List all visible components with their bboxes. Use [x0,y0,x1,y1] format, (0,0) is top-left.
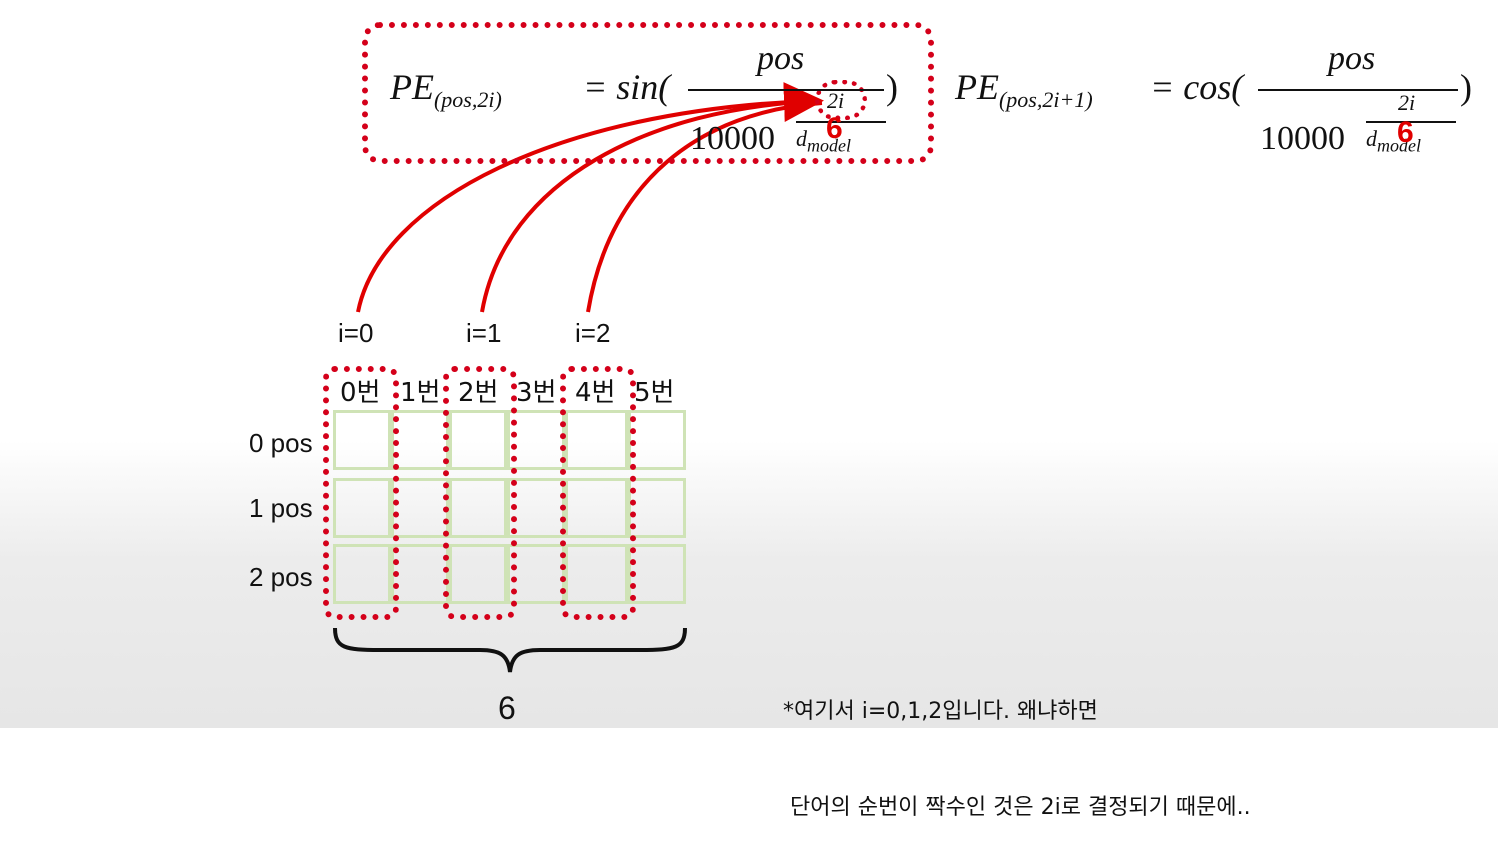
column-label-4: 4번 [575,378,616,408]
sin-numerator: pos [757,40,805,77]
cos-exp-line [1366,121,1456,123]
note-line-2: 단어의 순번이 짝수인 것은 2i로 결정되기 때문에.. [783,795,1251,820]
column-label-0: 0번 [340,378,381,408]
grid-cell [565,478,628,538]
sin-exp-num: 2i [827,88,845,113]
note-line-1: *여기서 i=0,1,2입니다. 왜냐하면 [783,699,1098,724]
cos-red-mark: 6 [1397,116,1414,149]
grid-cell [333,478,391,538]
sin-lhs-sub: (pos,2i) [433,87,502,113]
row-label-2: 2 pos [249,562,313,592]
column-label-3: 3번 [516,378,557,408]
sin-lhs: PE(pos,2i) [390,67,502,113]
row-label-1: 1 pos [249,493,313,523]
sin-base: 10000 [690,120,775,157]
cos-close: ) [1460,67,1472,107]
cos-eq: = cos( [1150,67,1244,107]
grid-cell [565,410,628,470]
cos-lhs: PE(pos,2i+1) [955,67,1093,113]
grid-cell [449,410,507,470]
column-label-1: 1번 [400,378,441,408]
row-label-0: 0 pos [249,428,313,458]
grid-cell [391,544,449,604]
grid-cell [449,544,507,604]
grid-cell [565,544,628,604]
grid-cell [628,544,686,604]
sin-formula-highlight [362,22,934,164]
grid-cell [449,478,507,538]
sin-fraction-line [688,89,884,91]
cos-fraction-line [1258,89,1458,91]
column-label-5: 5번 [634,378,675,408]
sin-red-mark: 6 [826,112,843,145]
column-highlight-2 [443,366,517,620]
grid-cell [333,544,391,604]
i-label-2: i=2 [575,318,611,348]
column-highlight-0 [323,366,399,620]
sin-eq: = sin( [583,67,671,107]
explanation-note: *여기서 i=0,1,2입니다. 왜냐하면 단어의 순번이 짝수인 것은 2i로… [783,632,1251,856]
cos-exp-num: 2i [1398,90,1416,115]
brace [333,627,687,673]
i-label-1: i=1 [466,318,502,348]
grid-cell [333,410,391,470]
brace-label: 6 [498,690,516,726]
cos-numerator: pos [1328,40,1376,77]
cos-exp-den: dmodel [1366,126,1421,156]
cos-base: 10000 [1260,120,1345,157]
grid-cell [391,410,449,470]
i-label-0: i=0 [338,318,374,348]
sin-exp-line [796,121,886,123]
exponent-highlight [815,80,867,120]
column-label-2: 2번 [458,378,499,408]
sin-exp-den: dmodel [796,126,851,156]
column-highlight-4 [560,366,636,620]
grid-cell [391,478,449,538]
grid-cell [628,478,686,538]
grid-cell [628,410,686,470]
sin-close: ) [886,67,898,107]
